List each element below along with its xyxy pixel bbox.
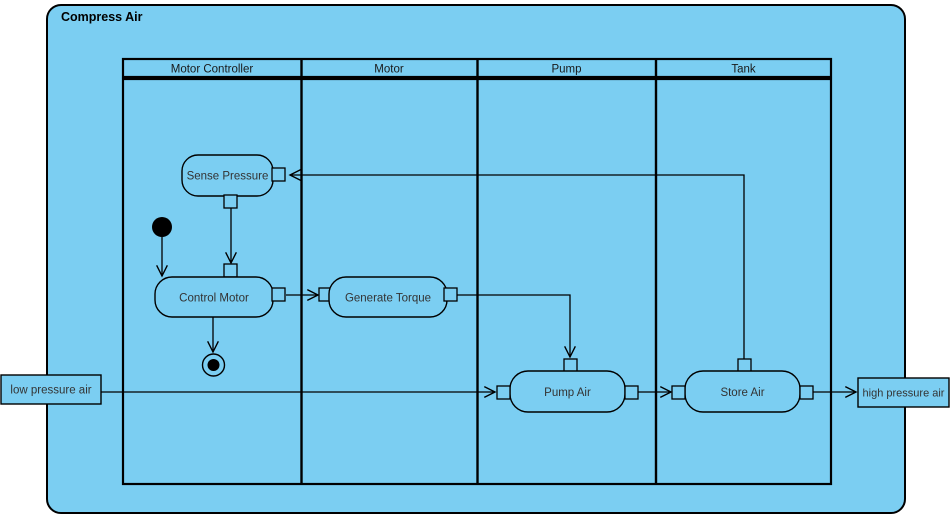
external-output-high-pressure-air[interactable]: high pressure air <box>857 377 950 408</box>
generate-torque-output-pin[interactable] <box>443 287 458 302</box>
control-motor-output-pin[interactable] <box>271 287 286 302</box>
lane-header-motor-controller[interactable]: Motor Controller <box>171 64 254 76</box>
action-sense-pressure[interactable]: Sense Pressure <box>181 154 286 209</box>
action-sense-pressure-label: Sense Pressure <box>187 171 269 183</box>
pump-air-output-pin[interactable] <box>624 385 639 400</box>
external-input-box[interactable] <box>0 374 102 405</box>
pump-air-top-input-pin[interactable] <box>563 358 578 373</box>
pump-air-left-input-pin[interactable] <box>496 385 511 400</box>
lane-header-tank[interactable]: Tank <box>731 64 756 76</box>
store-air-output-pin[interactable] <box>799 385 814 400</box>
action-pump-air-label: Pump Air <box>544 387 591 399</box>
external-output-label: high pressure air <box>863 388 945 400</box>
edge-generate-torque-to-pump-air[interactable] <box>457 294 576 359</box>
external-output-box[interactable] <box>857 377 950 408</box>
store-air-input-pin[interactable] <box>671 385 686 400</box>
lane-header-motor[interactable]: Motor <box>374 64 404 76</box>
action-control-motor[interactable]: Control Motor <box>154 263 286 318</box>
action-pump-air[interactable]: Pump Air <box>496 358 639 413</box>
action-control-motor-label: Control Motor <box>179 293 249 305</box>
action-store-air[interactable]: Store Air <box>671 358 814 413</box>
control-motor-input-pin[interactable] <box>223 263 238 278</box>
sense-pressure-input-pin[interactable] <box>271 167 286 182</box>
activity-title: Compress Air <box>61 10 143 24</box>
action-generate-torque[interactable]: Generate Torque <box>318 276 458 318</box>
store-air-top-output-pin[interactable] <box>737 358 752 373</box>
external-input-low-pressure-air[interactable]: low pressure air <box>0 374 102 405</box>
activity-final-node[interactable] <box>201 353 226 377</box>
activity-frame[interactable] <box>46 4 906 514</box>
lane-header-pump[interactable]: Pump <box>551 64 581 76</box>
control-flows <box>101 169 858 398</box>
edge-store-air-to-sense-pressure-feedback[interactable] <box>288 169 745 359</box>
initial-node[interactable] <box>152 217 172 237</box>
action-generate-torque-label: Generate Torque <box>345 293 431 305</box>
swimlane-pool: Motor Controller Motor Pump Tank <box>121 57 833 486</box>
external-input-label: low pressure air <box>10 385 91 397</box>
action-store-air-label: Store Air <box>720 387 764 399</box>
sense-pressure-output-pin[interactable] <box>223 194 238 209</box>
